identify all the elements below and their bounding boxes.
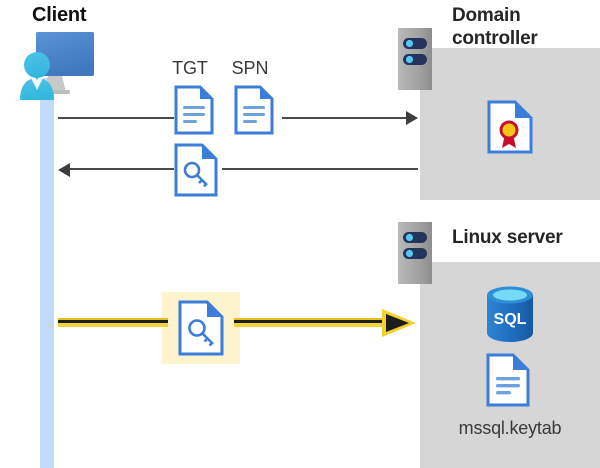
key-document-icon-response	[174, 143, 218, 197]
domain-controller-title-line2: controller	[452, 28, 538, 49]
sql-database-label: SQL	[494, 311, 527, 328]
flow-line-request-right	[282, 117, 408, 119]
flow-label-spn: SPN	[231, 58, 269, 78]
flow-arrowhead-response	[58, 163, 70, 177]
client-lifeline	[40, 78, 54, 468]
flow-line-response-left	[70, 168, 174, 170]
flow-arrowhead-request	[406, 111, 418, 125]
keytab-document-icon	[486, 353, 530, 407]
linux-server-title: Linux server	[452, 226, 600, 249]
domain-controller-title: Domain controller	[452, 4, 600, 50]
server-icon-domain-controller	[398, 28, 440, 90]
client-title: Client	[32, 4, 87, 26]
flow-line-request-left	[58, 117, 174, 119]
domain-controller-title-line1: Domain	[452, 5, 521, 26]
flow-line-auth-left	[58, 318, 168, 327]
client-icon	[4, 28, 96, 100]
certificate-icon	[487, 100, 533, 154]
sql-database-icon: SQL	[483, 285, 537, 343]
document-icon-spn	[234, 85, 274, 135]
flow-arrowhead-auth	[380, 304, 420, 342]
keytab-file-label: mssql.keytab	[458, 418, 562, 438]
linux-server-title-line1: Linux server	[452, 227, 563, 248]
server-icon-linux	[398, 222, 440, 284]
flow-line-response-right	[222, 168, 418, 170]
flow-line-auth-right	[234, 318, 386, 327]
flow-label-tgt: TGT	[172, 58, 208, 78]
key-document-icon-auth	[178, 300, 224, 356]
document-icon-tgt	[174, 85, 214, 135]
